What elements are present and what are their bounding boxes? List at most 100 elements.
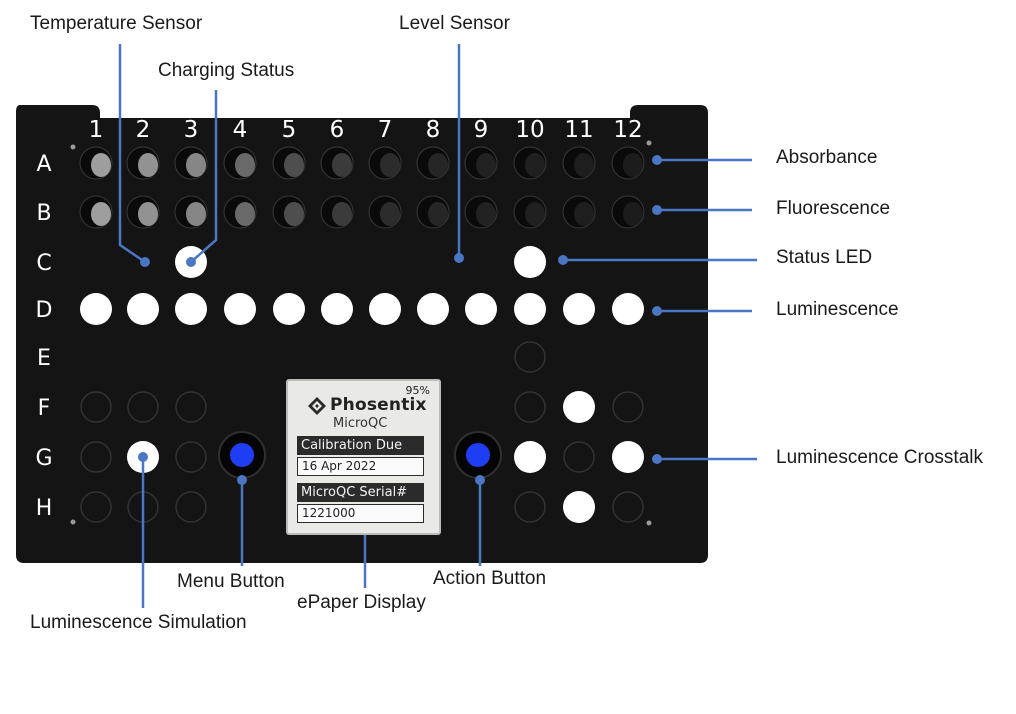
luminescence-led [612, 293, 644, 325]
well-interior [284, 153, 304, 177]
well-outline [514, 341, 546, 373]
well-interior [91, 202, 111, 226]
label-luminescence: Luminescence [776, 299, 899, 320]
absorbance-point [652, 155, 662, 165]
well-interior [525, 202, 545, 226]
action-button-point [475, 475, 485, 485]
luminescence-led [127, 293, 159, 325]
screw-dot [70, 519, 76, 525]
brand-name: Phosentix [330, 395, 427, 415]
column-label: 2 [136, 117, 151, 143]
well-outline [80, 391, 112, 423]
luminescence-led [369, 293, 401, 325]
product-name: MicroQC [333, 416, 388, 431]
label-absorbance: Absorbance [776, 147, 878, 168]
label-luminescence-simulation: Luminescence Simulation [30, 612, 247, 633]
calibration-value: 16 Apr 2022 [297, 457, 424, 476]
luminescence-led [612, 441, 644, 473]
luminescence-led [224, 293, 256, 325]
row-label: C [36, 251, 51, 276]
well-interior [138, 202, 158, 226]
well-interior [623, 153, 643, 177]
well-interior [574, 202, 594, 226]
menu-button-point [237, 475, 247, 485]
luminescence-led [273, 293, 305, 325]
well-interior [235, 153, 255, 177]
fluorescence-point [652, 205, 662, 215]
luminescence-led [563, 293, 595, 325]
column-label: 12 [613, 117, 642, 143]
column-label: 7 [378, 117, 393, 143]
well-interior [574, 153, 594, 177]
luminescence-simulation-point [138, 452, 148, 462]
well-interior [476, 202, 496, 226]
luminescence-led [80, 293, 112, 325]
status-led-point [558, 255, 568, 265]
well-interior [138, 153, 158, 177]
well-interior [380, 153, 400, 177]
row-label: A [36, 152, 51, 177]
column-label: 6 [330, 117, 345, 143]
battery-level: 95% [405, 384, 430, 397]
well-interior [525, 153, 545, 177]
well-interior [235, 202, 255, 226]
action-button [466, 443, 490, 467]
well-interior [476, 153, 496, 177]
row-label: H [36, 496, 53, 521]
well-outline [514, 391, 546, 423]
well-interior [428, 153, 448, 177]
well-interior [623, 202, 643, 226]
well-outline [80, 491, 112, 523]
row-label: F [38, 396, 51, 421]
label-charging-status: Charging Status [158, 60, 295, 81]
screw-dot [70, 144, 76, 150]
well-outline [127, 391, 159, 423]
well-interior [428, 202, 448, 226]
row-label: E [37, 346, 51, 371]
well-outline [175, 441, 207, 473]
label-status-led: Status LED [776, 247, 873, 268]
luminescence-led [514, 293, 546, 325]
luminescence-led [321, 293, 353, 325]
well-interior [91, 153, 111, 177]
column-label: 5 [282, 117, 297, 143]
column-label: 4 [233, 117, 248, 143]
well-outline [80, 441, 112, 473]
status-led [514, 246, 546, 278]
well-interior [380, 202, 400, 226]
luminescence-point [652, 306, 662, 316]
well-outline [175, 491, 207, 523]
well-interior [332, 202, 352, 226]
well-interior [186, 153, 206, 177]
luminescence-crosstalk-point [652, 454, 662, 464]
well-outline [563, 441, 595, 473]
well-interior [186, 202, 206, 226]
luminescence-led [563, 491, 595, 523]
luminescence-led [417, 293, 449, 325]
temperature-sensor-leader [118, 44, 146, 264]
label-menu-button: Menu Button [177, 571, 285, 592]
column-label: 10 [515, 117, 544, 143]
luminescence-led [514, 441, 546, 473]
well-outline [612, 391, 644, 423]
well-outline [514, 491, 546, 523]
label-temperature-sensor: Temperature Sensor [30, 13, 203, 34]
screw-dot [646, 520, 652, 526]
epaper-display: 95% Phosentix MicroQC Calibration Due 16… [286, 379, 441, 535]
menu-button [230, 443, 254, 467]
row-label: B [36, 201, 51, 226]
column-label: 9 [474, 117, 489, 143]
well-interior [332, 153, 352, 177]
well-outline [612, 491, 644, 523]
charging-status-leader [190, 90, 218, 263]
screw-dot [646, 140, 652, 146]
column-label: 1 [89, 117, 104, 143]
phosentix-logo-icon [308, 397, 326, 415]
serial-header: MicroQC Serial# [297, 483, 424, 502]
charging-status-point [186, 257, 196, 267]
column-label: 11 [564, 117, 593, 143]
row-label: D [36, 298, 53, 323]
row-label: G [35, 446, 52, 471]
